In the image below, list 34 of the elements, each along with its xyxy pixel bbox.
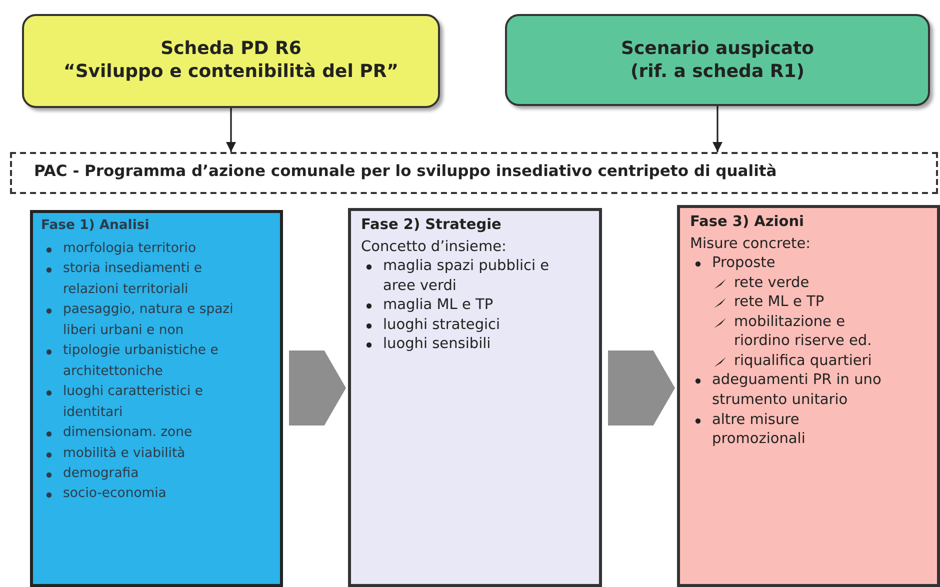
- phase-title: Fase 3) Azioni: [690, 214, 806, 230]
- source-box: [22, 14, 440, 108]
- intro-text: Misure concrete:: [690, 236, 812, 252]
- arrow: [712, 106, 722, 152]
- phase-box: [677, 205, 940, 587]
- box-title: PAC - Programma d’azione comunale per lo sviluppo insediativo centripeto di qualità: [34, 162, 778, 180]
- phase-box: [30, 210, 283, 587]
- phase-title: Fase 1) Analisi: [41, 218, 150, 233]
- list-item: altre misure promozionali: [712, 412, 806, 448]
- phase-title: Fase 2) Strategie: [361, 217, 502, 233]
- list-item: rete ML e TP: [734, 294, 824, 310]
- box-subtitle: “Sviluppo e contenibilità del PR”: [62, 61, 400, 82]
- box-title: Scheda PD R6: [160, 38, 302, 59]
- list-item: maglia ML e TP: [383, 297, 494, 314]
- chevron-arrow: [289, 350, 346, 426]
- list-item: Proposte: [712, 255, 776, 271]
- list-item: riqualifica quartieri: [734, 352, 872, 369]
- chevron-arrow: [608, 350, 675, 426]
- box-title: Scenario auspicato: [620, 38, 815, 59]
- box-subtitle: (rif. a scheda R1): [630, 61, 806, 82]
- list-item: mobilità e viabilità: [63, 446, 186, 461]
- list-item: luoghi strategici: [383, 316, 500, 333]
- list-item: morfologia territorio: [63, 241, 196, 256]
- source-box: [505, 14, 930, 106]
- list-item: demografia: [63, 466, 139, 481]
- list-item: luoghi sensibili: [383, 336, 491, 352]
- list-item: dimensionam. zone: [63, 425, 192, 440]
- phase-box: [348, 208, 602, 587]
- list-item: rete verde: [734, 274, 810, 291]
- program-box: [10, 152, 938, 194]
- intro-text: Concetto d’insieme:: [361, 239, 508, 255]
- list-item: socio-economia: [63, 486, 166, 502]
- list-item: mobilitazione e riordino riserve ed.: [734, 314, 872, 350]
- arrow: [226, 108, 236, 152]
